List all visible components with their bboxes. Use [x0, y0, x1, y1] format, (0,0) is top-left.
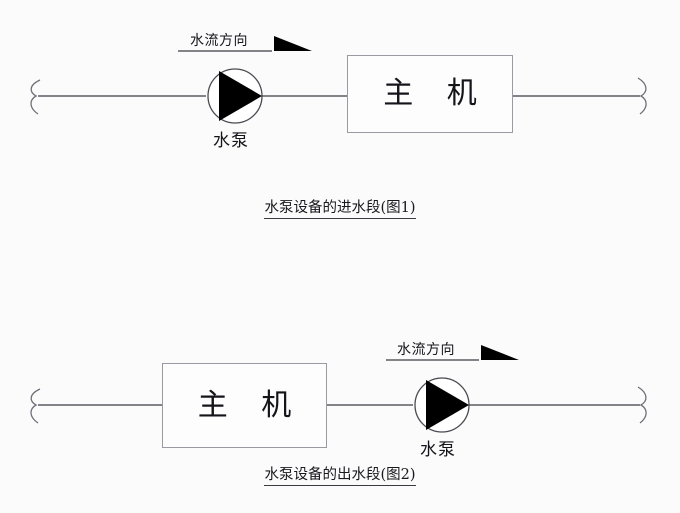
diagram-inlet-section: 主 机 水流方向 水泵 水泵设备的进水段(图1)	[0, 0, 680, 240]
flow-direction-label: 水流方向	[397, 342, 455, 358]
pipe-break-left-icon	[30, 388, 41, 424]
pipe-break-right-icon	[637, 386, 647, 424]
main-unit-box: 主 机	[162, 363, 327, 448]
flow-arrow-head-icon	[481, 345, 519, 360]
diagram-2-caption: 水泵设备的出水段(图2)	[0, 463, 680, 486]
diagram-1-caption: 水泵设备的进水段(图1)	[0, 196, 680, 219]
diagram-2-caption-text: 水泵设备的出水段(图2)	[264, 467, 416, 486]
pipe-break-right-icon	[637, 77, 647, 115]
flow-direction-label: 水流方向	[190, 33, 248, 49]
diagram-1-caption-text: 水泵设备的进水段(图1)	[264, 200, 416, 219]
pump-triangle-icon	[219, 71, 262, 121]
diagram-2-graphics	[30, 345, 647, 433]
main-unit-box: 主 机	[347, 55, 513, 133]
pump-label: 水泵	[213, 131, 249, 151]
main-unit-label: 主 机	[383, 76, 489, 111]
flow-arrow-head-icon	[274, 36, 312, 51]
pump-triangle-icon	[426, 380, 469, 430]
diagram-1-graphics	[30, 36, 647, 124]
main-unit-label: 主 机	[197, 387, 304, 423]
diagram-outlet-section: 主 机 水流方向 水泵 水泵设备的出水段(图2)	[0, 315, 680, 513]
pump-label: 水泵	[420, 440, 456, 460]
pipe-break-left-icon	[30, 79, 41, 115]
